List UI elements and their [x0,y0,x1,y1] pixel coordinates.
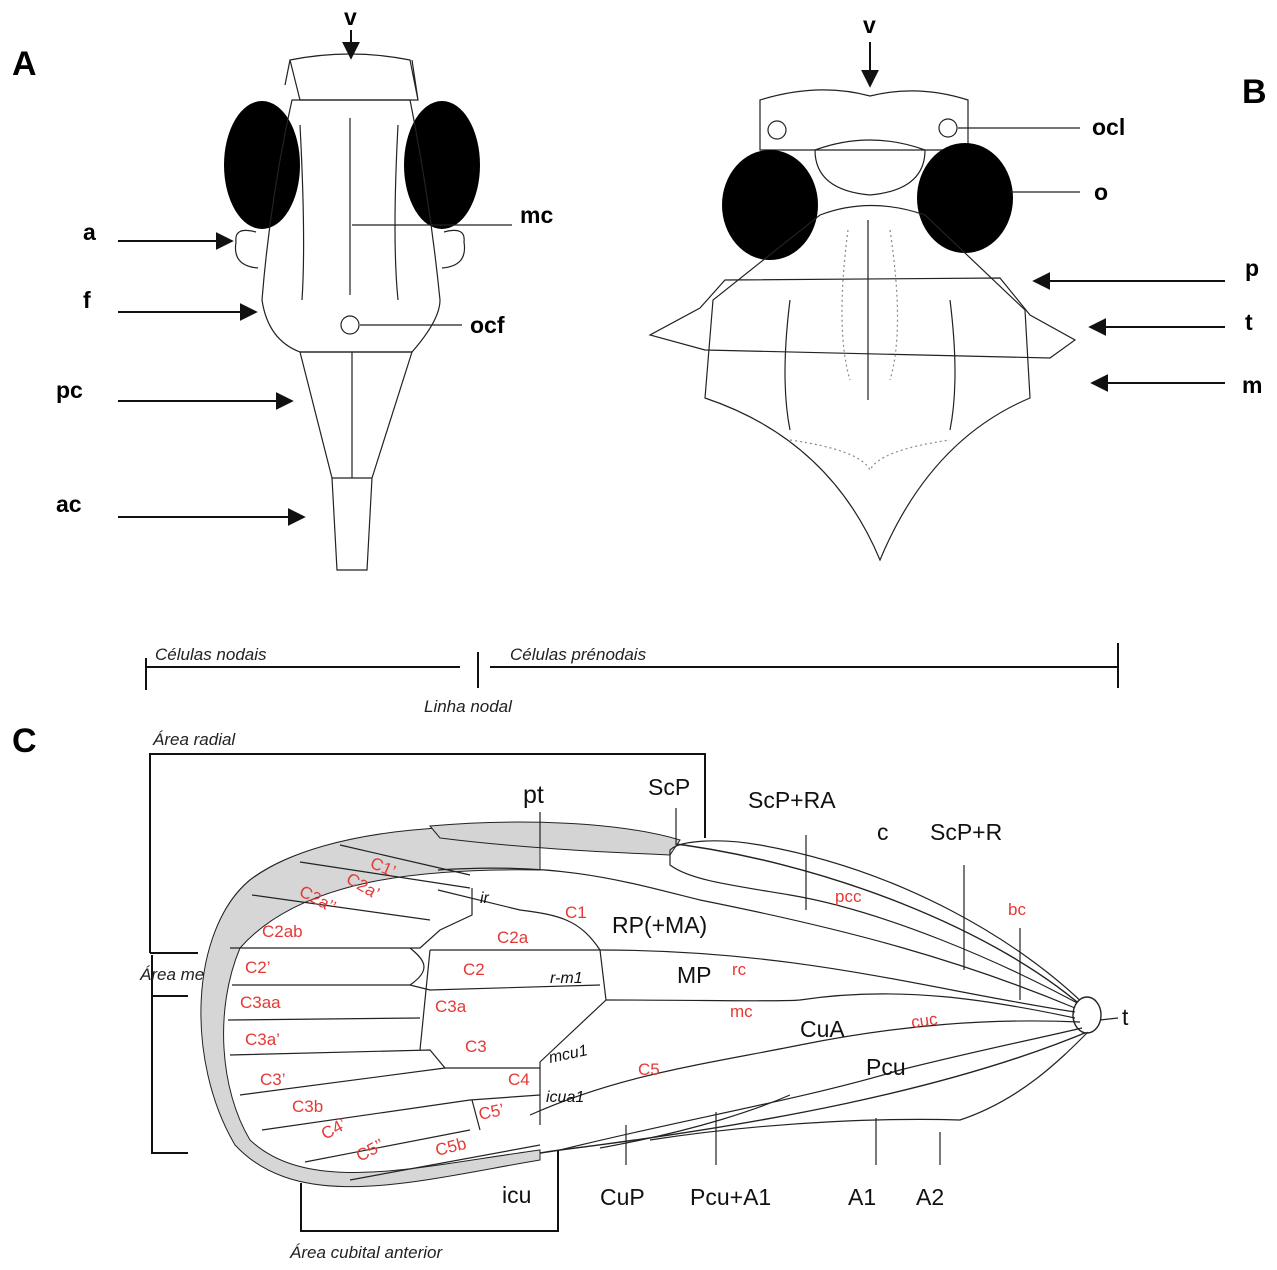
panel-a-letter: A [12,45,37,83]
label-vein-t: t [1122,1004,1129,1030]
label-cell-c2a: C2a [497,928,529,947]
nodal-scale-bar: Células nodais Células prénodais Linha n… [146,643,1118,716]
label-a-ocf: ocf [470,312,505,338]
label-cell-c2: C2 [463,960,485,979]
label-b-p: p [1245,255,1259,281]
right-eye-shape [404,101,480,229]
label-cell-c5: C5 [638,1060,660,1079]
left-eye-b-shape [722,150,818,260]
label-cell-c4: C4 [508,1070,530,1089]
label-b-o: o [1094,179,1108,205]
label-vein-mp: MP [677,962,712,988]
label-cell-c3b: C3b [292,1097,323,1116]
panel-c-illustration: C Área radial Área medial Área cubital a… [12,722,1129,1262]
label-area-cubital: Área cubital anterior [289,1243,443,1262]
label-b-m: m [1242,372,1262,398]
label-crossvein-ir: ir [480,890,490,907]
panel-a-illustration: A v a f pc ac mc ocf [12,4,553,570]
ocellus-shape [341,316,359,334]
label-b-t: t [1245,309,1253,335]
label-cell-c2p: C2’ [245,958,271,977]
label-cell-cuc: cuc [910,1009,939,1032]
label-a-f: f [83,287,91,313]
gena-shapes [650,278,1075,358]
label-vein-a2: A2 [916,1184,944,1210]
label-vein-c: c [877,819,889,845]
label-cell-c3aa: C3aa [240,993,281,1012]
label-a-ac: ac [56,491,82,517]
left-eye-shape [224,101,300,229]
label-b-ocl: ocl [1092,114,1125,140]
label-vein-scp: ScP [648,774,690,800]
vertex-shape [285,54,418,100]
panel-b-illustration: B v ocl o p t m [650,12,1267,560]
label-crossvein-r-m1: r-m1 [550,970,583,987]
label-a-v: v [344,4,357,30]
label-b-v: v [863,12,876,38]
label-cell-pcc: pcc [835,887,862,906]
label-vein-rp-ma: RP(+MA) [612,912,707,938]
label-cell-c2ab: C2ab [262,922,303,941]
anteclypeus-shape [332,478,372,570]
label-nodal-cells: Células nodais [155,645,267,664]
label-vein-a1: A1 [848,1184,876,1210]
label-cell-c3ap: C3a’ [245,1030,280,1049]
label-nodal-line: Linha nodal [424,697,513,716]
label-vein-pcu-a1: Pcu+A1 [690,1184,771,1210]
label-a-a: a [83,219,96,245]
label-a-mc: mc [520,202,553,228]
label-cell-c1: C1 [565,903,587,922]
label-cell-c3: C3 [465,1037,487,1056]
panel-b-letter: B [1242,73,1267,111]
label-cell-bc: bc [1008,900,1026,919]
label-vein-pt: pt [523,781,544,809]
label-vein-scp-ra: ScP+RA [748,787,836,813]
label-vein-pcu: Pcu [866,1054,906,1080]
label-a-pc: pc [56,377,83,403]
right-eye-b-shape [917,143,1013,253]
label-vein-cup: CuP [600,1184,645,1210]
label-vein-scp-r: ScP+R [930,819,1002,845]
label-prenodal-cells: Células prénodais [510,645,647,664]
vertex-b-shape [760,90,968,150]
label-crossvein-icua1: icua1 [546,1089,584,1106]
bracket-medial [152,955,188,1153]
label-cell-c3p: C3’ [260,1070,286,1089]
label-area-radial: Área radial [152,730,236,749]
label-cell-rc: rc [732,960,747,979]
label-vein-icu: icu [502,1182,531,1208]
label-cell-mc: mc [730,1002,753,1021]
label-cell-c3a: C3a [435,997,467,1016]
panel-c-letter: C [12,722,37,760]
postclypeus-shape [300,352,412,478]
label-vein-cua: CuA [800,1016,845,1042]
wing-base-shape [1073,997,1101,1033]
